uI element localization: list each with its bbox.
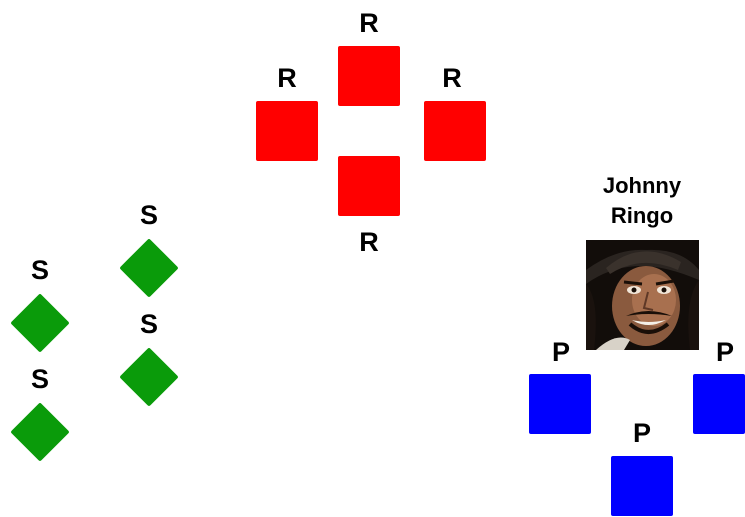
s-label-upper-left: S — [20, 255, 60, 285]
s-diamond-lower-right — [119, 347, 178, 406]
r-square-right — [424, 101, 486, 161]
person-name-line2: Ringo — [577, 202, 707, 230]
p-label-left: P — [541, 337, 581, 367]
s-label-lower-right: S — [129, 309, 169, 339]
r-square-top — [338, 46, 400, 106]
s-diamond-upper-left — [10, 293, 69, 352]
p-label-bottom: P — [622, 418, 662, 448]
s-label-lower-left: S — [20, 364, 60, 394]
r-label-left: R — [267, 63, 307, 93]
p-square-right — [693, 374, 745, 434]
s-label-upper-right: S — [129, 200, 169, 230]
p-square-left — [529, 374, 591, 434]
p-square-bottom — [611, 456, 673, 516]
s-diamond-upper-right — [119, 238, 178, 297]
r-label-bottom: R — [349, 227, 389, 257]
person-name-line1: Johnny — [577, 172, 707, 200]
p-label-right: P — [705, 337, 745, 367]
r-label-right: R — [432, 63, 472, 93]
r-square-bottom — [338, 156, 400, 216]
r-square-left — [256, 101, 318, 161]
person-portrait-icon — [586, 240, 699, 350]
r-label-top: R — [349, 8, 389, 38]
s-diamond-lower-left — [10, 402, 69, 461]
